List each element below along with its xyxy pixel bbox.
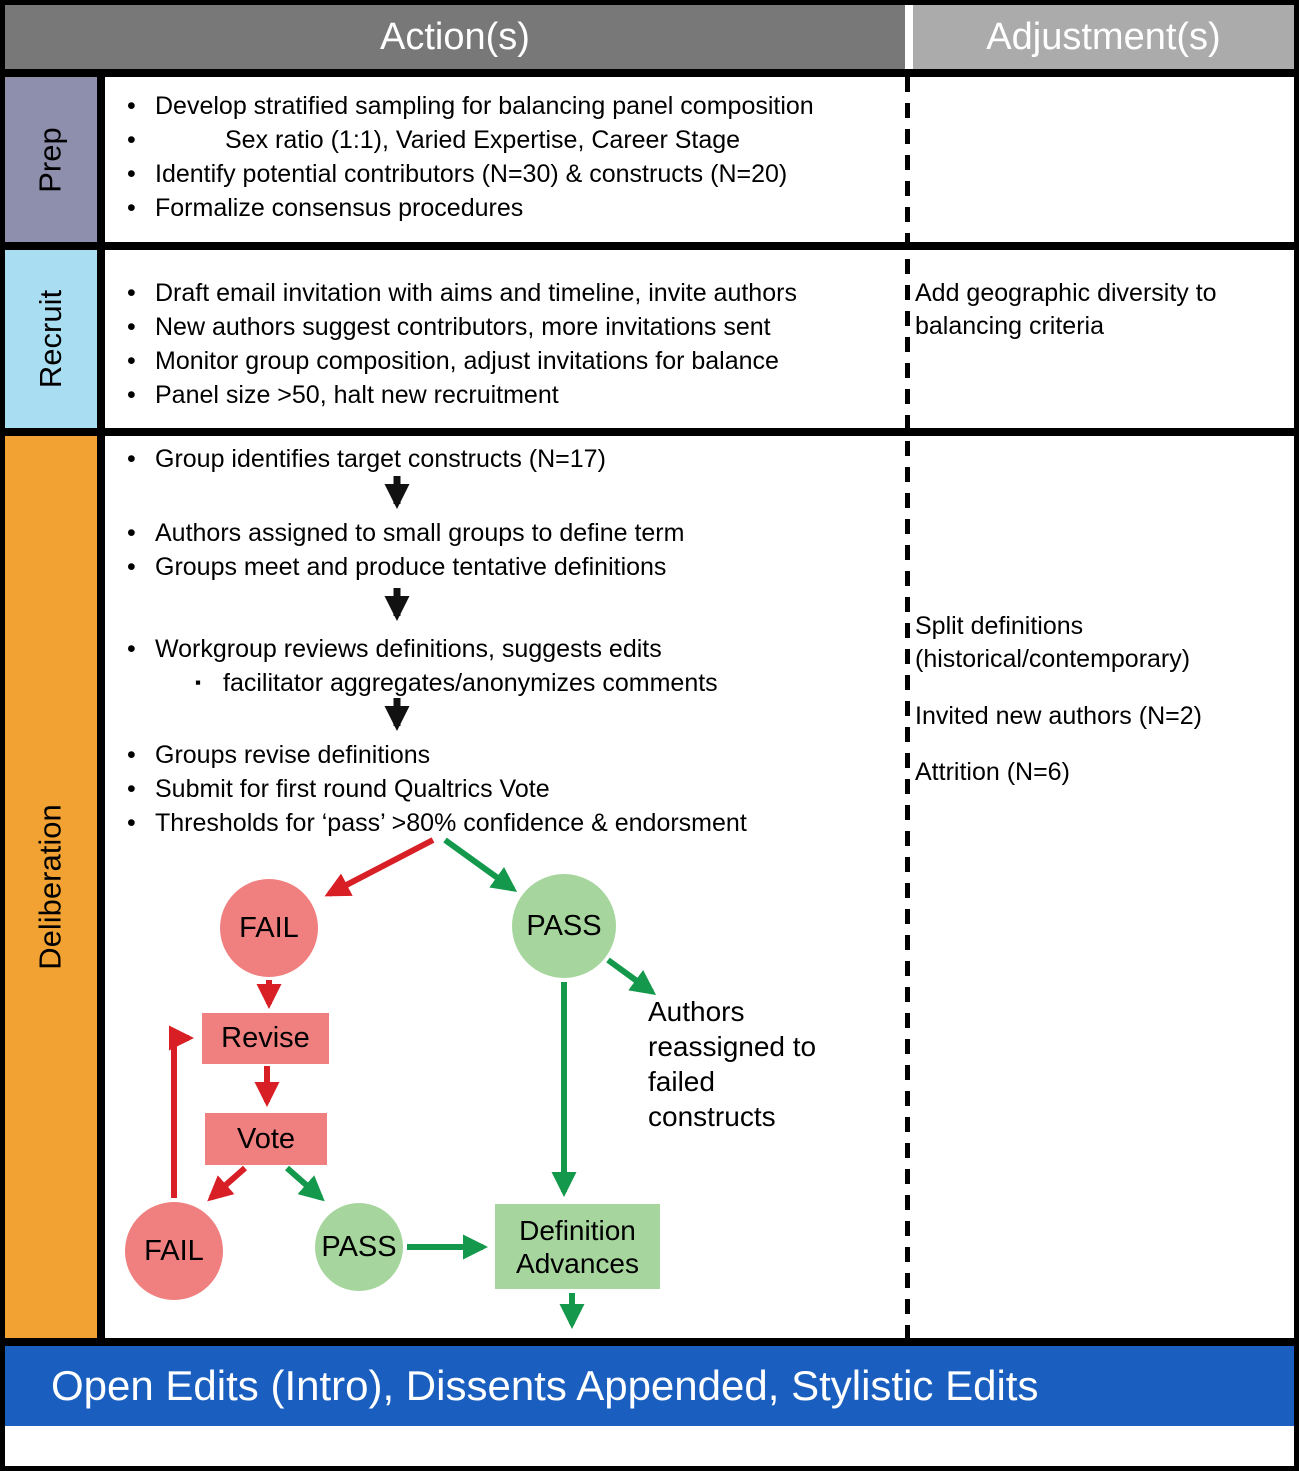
bullet-item: • Group identifies target constructs (N=1… bbox=[127, 442, 606, 476]
bullet-marker: • bbox=[127, 347, 136, 375]
bullet-text: Groups revise definitions bbox=[155, 741, 431, 769]
deliberation-label-column: Deliberation bbox=[5, 436, 105, 1338]
actions-adjustments-dashed-separator bbox=[905, 77, 910, 1346]
bullet-marker: • bbox=[127, 635, 136, 663]
section-divider bbox=[5, 428, 1294, 436]
bullet-text: Groups meet and produce tentative defini… bbox=[155, 553, 667, 581]
header-gap bbox=[905, 5, 913, 69]
bullet-item: • Groups revise definitions bbox=[127, 738, 747, 772]
deliberation-adjustment-invited: Invited new authors (N=2) bbox=[915, 702, 1202, 730]
prep-content: • Develop stratified sampling for balanci… bbox=[105, 77, 1294, 242]
bullet-item: • Develop stratified sampling for balanci… bbox=[127, 89, 1294, 123]
bullet-text: Workgroup reviews definitions, suggests … bbox=[155, 635, 662, 663]
bullet-marker: • bbox=[127, 519, 136, 547]
deliberation-adjustment-split: Split definitions (historical/contempora… bbox=[915, 612, 1191, 673]
header-row: Action(s) Adjustment(s) bbox=[5, 5, 1294, 69]
bullet-text: New authors suggest contributors, more i… bbox=[155, 313, 771, 341]
bullet-text: facilitator aggregates/anonymizes commen… bbox=[223, 669, 718, 697]
recruit-label: Recruit bbox=[33, 289, 69, 389]
deliberation-adjustment-attrition: Attrition (N=6) bbox=[915, 758, 1070, 786]
section-divider bbox=[5, 1338, 1294, 1346]
flow-node-vote: Vote bbox=[205, 1113, 327, 1165]
footer-bar: Open Edits (Intro), Dissents Appended, S… bbox=[5, 1346, 1294, 1426]
bullet-marker: • bbox=[127, 741, 136, 769]
arrow-fail-loop-to-revise bbox=[168, 1025, 195, 1198]
recruit-label-column: Recruit bbox=[5, 250, 105, 428]
flow-node-fail-1: FAIL bbox=[220, 879, 318, 977]
flow-node-pass-1: PASS bbox=[512, 874, 616, 978]
bullet-marker: • bbox=[127, 445, 136, 473]
bullet-marker: • bbox=[127, 809, 136, 837]
bullet-item: • Panel size >50, halt new recruitment bbox=[127, 378, 1294, 412]
bullet-text: Develop stratified sampling for balancin… bbox=[155, 92, 814, 120]
bullet-marker: • bbox=[127, 381, 136, 409]
flow-node-revise: Revise bbox=[202, 1013, 329, 1064]
bullet-item: • Identify potential contributors (N=30) … bbox=[127, 157, 1294, 191]
bullet-item: • Sex ratio (1:1), Varied Expertise, Care… bbox=[127, 123, 1294, 157]
bullet-text: Draft email invitation with aims and tim… bbox=[155, 279, 797, 307]
bullet-item: • Thresholds for ‘pass’ >80% confidence &… bbox=[127, 806, 747, 840]
deliberation-step4: • Groups revise definitions • Submit for f… bbox=[127, 738, 747, 840]
bullet-marker: • bbox=[127, 194, 136, 222]
section-prep: Prep • Develop stratified sampling for ba… bbox=[5, 77, 1294, 242]
bullet-text: Monitor group composition, adjust invita… bbox=[155, 347, 779, 375]
bullet-marker: • bbox=[127, 775, 136, 803]
bullet-marker: • bbox=[127, 313, 136, 341]
bullet-text: Thresholds for ‘pass’ >80% confidence & … bbox=[155, 809, 747, 837]
bullet-text: Identify potential contributors (N=30) &… bbox=[155, 160, 788, 188]
arrow-vote1-fail bbox=[324, 837, 435, 897]
bullet-text: Submit for first round Qualtrics Vote bbox=[155, 775, 550, 803]
bullet-text: Panel size >50, halt new recruitment bbox=[155, 381, 559, 409]
prep-label: Prep bbox=[32, 126, 68, 193]
bullet-item: • Authors assigned to small groups to def… bbox=[127, 516, 684, 550]
bullet-item: • Submit for first round Qualtrics Vote bbox=[127, 772, 747, 806]
deliberation-step3: • Workgroup reviews definitions, suggests… bbox=[127, 632, 718, 700]
bullet-marker: • bbox=[127, 279, 136, 307]
arrow-vote2-pass bbox=[285, 1165, 325, 1202]
flow-node-pass-2: PASS bbox=[315, 1203, 403, 1291]
flowchart-arrows bbox=[168, 476, 657, 1330]
bullet-marker: • bbox=[127, 126, 136, 154]
header-adjustments-title: Adjustment(s) bbox=[913, 5, 1294, 69]
bullet-item: • Formalize consensus procedures bbox=[127, 191, 1294, 225]
recruit-content: • Draft email invitation with aims and ti… bbox=[105, 250, 1294, 428]
sub-bullet-marker: ▪ bbox=[195, 673, 202, 692]
authors-reassigned-note: Authors reassigned to failed constructs bbox=[648, 996, 817, 1132]
flow-node-definition-advances: Definition Advances bbox=[495, 1204, 660, 1289]
bullet-item: • Draft email invitation with aims and ti… bbox=[127, 276, 1294, 310]
footer-text: Open Edits (Intro), Dissents Appended, S… bbox=[51, 1362, 1039, 1409]
bullet-text: Authors assigned to small groups to defi… bbox=[155, 519, 685, 547]
bullet-text: Sex ratio (1:1), Varied Expertise, Caree… bbox=[225, 126, 741, 154]
prep-bullet-list: • Develop stratified sampling for balanci… bbox=[105, 77, 1294, 225]
prep-label-column: Prep bbox=[5, 77, 105, 242]
recruit-adjustment-note: Add geographic diversity to balancing cr… bbox=[915, 279, 1217, 340]
deliberation-content: • Group identifies target constructs (N=1… bbox=[105, 436, 1294, 1338]
bullet-text: Group identifies target constructs (N=17… bbox=[155, 445, 606, 473]
section-recruit: Recruit • Draft email invitation with aim… bbox=[5, 250, 1294, 428]
section-divider bbox=[5, 69, 1294, 77]
bullet-text: Formalize consensus procedures bbox=[155, 194, 524, 222]
arrow-pass-to-authors-reassigned bbox=[606, 957, 657, 995]
bullet-marker: • bbox=[127, 160, 136, 188]
header-actions-title: Action(s) bbox=[5, 5, 905, 69]
section-divider bbox=[5, 242, 1294, 250]
arrow-vote1-pass bbox=[443, 837, 518, 892]
bullet-marker: • bbox=[127, 92, 136, 120]
arrow-vote2-fail bbox=[207, 1165, 247, 1202]
bullet-item: • Groups meet and produce tentative defin… bbox=[127, 550, 684, 584]
bullet-marker: • bbox=[127, 553, 136, 581]
deliberation-label: Deliberation bbox=[33, 804, 68, 970]
section-deliberation: Deliberation • Group identifies target co… bbox=[5, 436, 1294, 1338]
bullet-item: • New authors suggest contributors, more … bbox=[127, 310, 1294, 344]
bullet-item: • Workgroup reviews definitions, suggests… bbox=[127, 632, 718, 666]
deliberation-step1: • Group identifies target constructs (N=1… bbox=[127, 442, 606, 476]
bullet-item: • Monitor group composition, adjust invit… bbox=[127, 344, 1294, 378]
bullet-item-sub: ▪ facilitator aggregates/anonymizes comme… bbox=[127, 666, 718, 700]
deliberation-step2: • Authors assigned to small groups to def… bbox=[127, 516, 684, 584]
recruit-bullet-list: • Draft email invitation with aims and ti… bbox=[105, 250, 1294, 412]
flow-node-fail-2: FAIL bbox=[125, 1202, 223, 1300]
